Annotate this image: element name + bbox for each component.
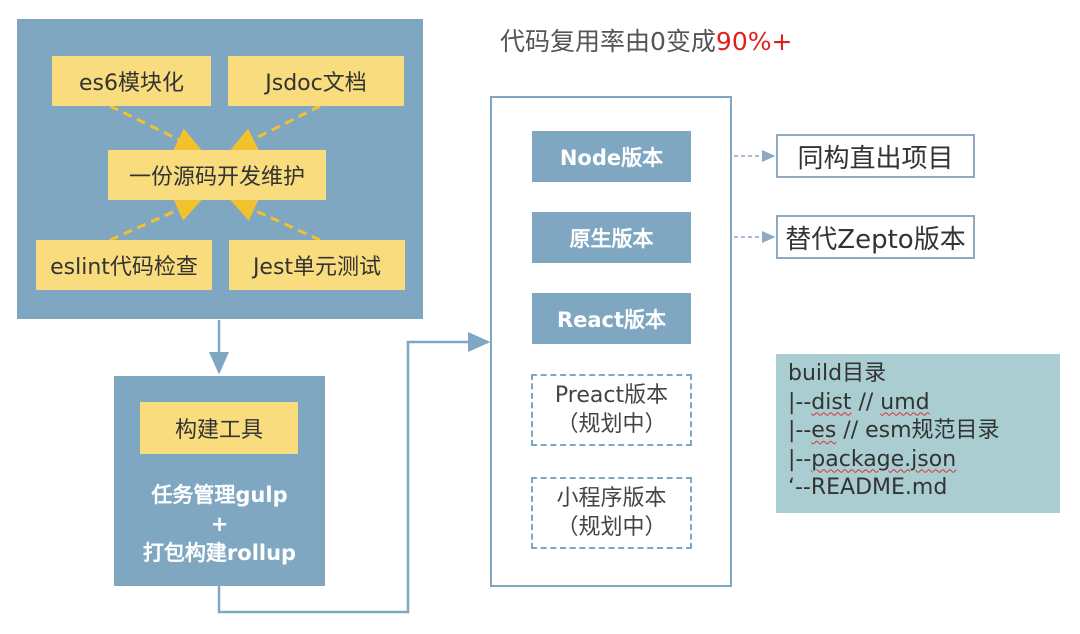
build-dir-readme-line: ‘--README.md [788, 475, 948, 500]
es-desc: esm规范目录 [865, 418, 1000, 443]
preact-version-box: Preact版本 （规划中） [531, 374, 692, 446]
miniapp-version-label: 小程序版本 [556, 486, 667, 511]
miniapp-version-box: 小程序版本 （规划中） [531, 477, 692, 549]
zepto-replacement-label: 替代Zepto版本 [785, 224, 966, 255]
dashed-arrow-es6 [109, 104, 203, 152]
dist-name: dist [811, 389, 852, 415]
jest-label: Jest单元测试 [252, 255, 382, 280]
isomorphic-project-label: 同构直出项目 [797, 143, 954, 174]
jsdoc-label: Jsdoc文档 [265, 71, 367, 96]
miniapp-status-label: （规划中） [556, 515, 667, 540]
single-source-box: 一份源码开发维护 [108, 150, 326, 200]
dist-prefix: |-- [788, 389, 812, 415]
headline-prefix: 代码复用率由0变成 [500, 27, 716, 56]
eslint-label: eslint代码检查 [50, 255, 198, 280]
es-sep: // [836, 418, 866, 443]
build-dir-title: build目录 [788, 361, 887, 386]
gulp-line: 任务管理gulp [151, 483, 288, 507]
jsdoc-box: Jsdoc文档 [228, 56, 404, 106]
build-tools-box: 构建工具 [140, 402, 298, 454]
dashed-arrow-jest [229, 198, 321, 242]
es6-module-box: es6模块化 [52, 56, 211, 106]
headline: 代码复用率由0变成90%+ [500, 22, 792, 58]
jest-box: Jest单元测试 [229, 240, 405, 290]
eslint-box: eslint代码检查 [36, 240, 212, 290]
native-version-box: 原生版本 [532, 212, 691, 263]
dashed-arrow-jsdoc [229, 104, 321, 152]
arrow-build-to-versions [217, 332, 491, 614]
zepto-replacement-box: 替代Zepto版本 [776, 215, 975, 259]
preact-version-label: Preact版本 [554, 383, 669, 408]
dashed-arrow-eslint [109, 198, 203, 242]
dist-desc: umd [880, 389, 930, 415]
plus-line: + [210, 512, 229, 536]
build-tools-description: 任务管理gulp + 打包构建rollup [114, 481, 325, 568]
native-version-label: 原生版本 [569, 226, 654, 251]
react-version-label: React版本 [556, 307, 667, 332]
node-version-label: Node版本 [559, 145, 664, 170]
package-name: package.json [811, 446, 957, 472]
node-version-box: Node版本 [532, 131, 691, 182]
headline-highlight: 90%+ [715, 27, 793, 56]
build-tools-label: 构建工具 [174, 418, 263, 443]
single-source-label: 一份源码开发维护 [128, 165, 305, 190]
dist-sep: // [851, 389, 881, 415]
rollup-line: 打包构建rollup [142, 541, 297, 565]
build-dir-dist-line: |--dist // umd [788, 389, 1048, 418]
preact-status-label: （规划中） [556, 412, 667, 437]
build-directory-panel: build目录 |--dist // umd |--es // esm规范目录 … [776, 354, 1060, 513]
isomorphic-project-box: 同构直出项目 [776, 134, 975, 178]
react-version-box: React版本 [532, 293, 691, 344]
build-dir-es-line: |--es // esm规范目录 [788, 417, 1048, 446]
es-name: es [811, 418, 837, 443]
es-prefix: |-- [788, 418, 812, 443]
es6-module-label: es6模块化 [79, 71, 184, 96]
build-dir-package-line: |--package.json [788, 446, 1048, 475]
package-prefix: |-- [788, 446, 812, 472]
